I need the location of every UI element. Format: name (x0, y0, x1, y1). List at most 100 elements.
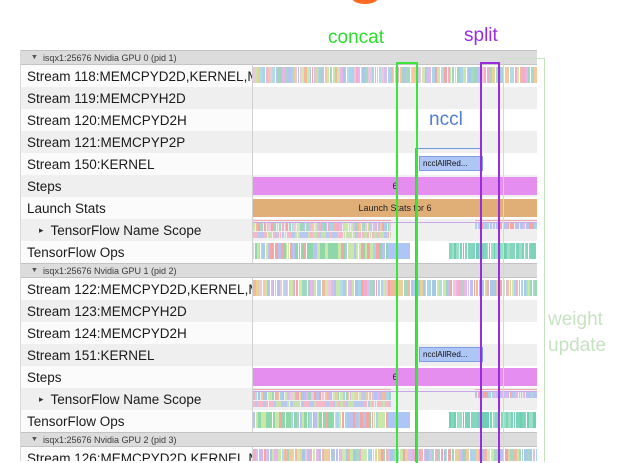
row-track[interactable] (252, 241, 537, 263)
row-label-nccl[interactable]: Stream 151:KERNEL (21, 344, 252, 366)
nccl-allreduce-block[interactable]: ncclAllRed... (419, 347, 483, 362)
timeline-row[interactable]: Stream 126:MEMCPYD2D,KERNEL,MI (21, 447, 537, 461)
row-label-text: Launch Stats (27, 200, 106, 216)
orange-marker (352, 0, 378, 4)
nccl-allreduce-block[interactable]: ncclAllRed... (419, 156, 483, 171)
row-label-dense-multi[interactable]: Stream 126:MEMCPYD2D,KERNEL,MI (21, 447, 252, 461)
annotation-weight-update: weight update (548, 307, 606, 359)
timeline-row[interactable]: TensorFlow Ops (21, 241, 537, 263)
row-label-text: Stream 124:MEMCPYD2H (27, 325, 187, 341)
row-label-empty[interactable]: Stream 124:MEMCPYD2H (21, 322, 252, 344)
row-label-text: Stream 151:KERNEL (27, 347, 155, 363)
row-label-text: Stream 119:MEMCPYH2D (27, 90, 186, 106)
annotation-split: split (464, 25, 498, 46)
expand-triangle-icon[interactable]: ▸ (39, 224, 44, 235)
row-track[interactable] (252, 322, 537, 344)
row-track[interactable] (252, 219, 537, 241)
row-label-text: TensorFlow Name Scope (50, 391, 202, 407)
group-header-gpu-2[interactable]: ▼isqx1:25676 Nvidia GPU 2 (pid 3) (21, 432, 537, 447)
row-track[interactable]: ncclAllRed... (252, 344, 537, 366)
timeline-row[interactable]: Steps 6 (21, 175, 537, 197)
timeline-row[interactable]: ▸ TensorFlow Name Scope (21, 388, 537, 410)
timeline-row[interactable]: ▸ TensorFlow Name Scope (21, 219, 537, 241)
row-track[interactable] (252, 300, 537, 322)
timeline-row[interactable]: Stream 122:MEMCPYD2D,KERNEL,MI (21, 278, 537, 300)
row-label-ops[interactable]: TensorFlow Ops (21, 241, 252, 263)
nccl-block-label: ncclAllRed... (423, 350, 468, 359)
timeline-row[interactable]: Steps 6 (21, 366, 537, 388)
row-label-namescope[interactable]: ▸ TensorFlow Name Scope (21, 388, 252, 410)
row-track[interactable] (252, 87, 537, 109)
row-track[interactable]: ncclAllRed... (252, 153, 537, 175)
group-header-label: isqx1:25676 Nvidia GPU 2 (pid 3) (42, 434, 177, 445)
launch-stats-bar-label: Launch Stats for 6 (358, 203, 432, 213)
timeline-row[interactable]: Stream 150:KERNEL ncclAllRed... (21, 153, 537, 175)
timeline-row[interactable]: Stream 121:MEMCPYP2P (21, 131, 537, 153)
row-label-text: Stream 122:MEMCPYD2D,KERNEL,MI (27, 281, 252, 297)
annotation-weight-line2: update (548, 335, 607, 356)
row-label-steps[interactable]: Steps (21, 366, 252, 388)
annotation-weight-line1: weight (548, 309, 603, 330)
highlight-box-nccl (415, 148, 481, 462)
row-label-namescope[interactable]: ▸ TensorFlow Name Scope (21, 219, 252, 241)
row-track[interactable]: Launch Stats for 6 (252, 197, 537, 219)
group-header-gpu-0[interactable]: ▼isqx1:25676 Nvidia GPU 0 (pid 1) (21, 50, 537, 65)
launch-stats-bar[interactable]: Launch Stats for 6 (253, 199, 537, 217)
collapse-caret-icon[interactable]: ▼ (30, 436, 39, 443)
row-label-empty[interactable]: Stream 121:MEMCPYP2P (21, 131, 252, 153)
steps-bar-label: 6 (392, 181, 398, 191)
row-label-text: Steps (27, 178, 62, 194)
annotation-nccl: nccl (429, 109, 463, 130)
row-label-empty[interactable]: Stream 119:MEMCPYH2D (21, 87, 252, 109)
row-track[interactable]: 6 (252, 175, 537, 197)
row-track[interactable] (252, 131, 537, 153)
timeline-row[interactable]: Stream 119:MEMCPYH2D (21, 87, 537, 109)
annotation-concat: concat (328, 27, 384, 48)
row-track[interactable] (252, 410, 537, 432)
timeline-row[interactable]: Launch Stats Launch Stats for 6 (21, 197, 537, 219)
collapse-caret-icon[interactable]: ▼ (30, 267, 39, 274)
row-label-text: Stream 118:MEMCPYD2D,KERNEL,ME (27, 68, 252, 84)
row-label-text: Steps (27, 369, 62, 385)
row-track[interactable] (252, 388, 537, 410)
expand-triangle-icon[interactable]: ▸ (39, 393, 44, 404)
timeline-row[interactable]: Stream 123:MEMCPYH2D (21, 300, 537, 322)
collapse-caret-icon[interactable]: ▼ (30, 54, 39, 61)
steps-bar-label: 6 (392, 372, 398, 382)
nccl-block-label: ncclAllRed... (423, 159, 468, 168)
row-label-text: Stream 120:MEMCPYD2H (27, 112, 187, 128)
row-label-text: TensorFlow Ops (27, 244, 125, 260)
highlight-box-weight-update (503, 58, 545, 462)
row-track[interactable] (252, 65, 537, 87)
trace-timeline-panel[interactable]: ▼isqx1:25676 Nvidia GPU 0 (pid 1)Stream … (20, 50, 537, 461)
row-label-empty[interactable]: Stream 120:MEMCPYD2H (21, 109, 252, 131)
row-track[interactable] (252, 447, 537, 461)
timeline-row[interactable]: TensorFlow Ops (21, 410, 537, 432)
row-label-steps[interactable]: Steps (21, 175, 252, 197)
group-header-label: isqx1:25676 Nvidia GPU 1 (pid 2) (42, 265, 177, 276)
group-header-label: isqx1:25676 Nvidia GPU 0 (pid 1) (42, 52, 177, 63)
row-label-text: Stream 126:MEMCPYD2D,KERNEL,MI (27, 450, 252, 462)
row-label-dense-multi[interactable]: Stream 122:MEMCPYD2D,KERNEL,MI (21, 278, 252, 300)
row-label-ops[interactable]: TensorFlow Ops (21, 410, 252, 432)
row-label-empty[interactable]: Stream 123:MEMCPYH2D (21, 300, 252, 322)
group-header-gpu-1[interactable]: ▼isqx1:25676 Nvidia GPU 1 (pid 2) (21, 263, 537, 278)
row-label-nccl[interactable]: Stream 150:KERNEL (21, 153, 252, 175)
timeline-row[interactable]: Stream 120:MEMCPYD2H (21, 109, 537, 131)
row-label-dense-multi[interactable]: Stream 118:MEMCPYD2D,KERNEL,ME (21, 65, 252, 87)
timeline-row[interactable]: Stream 118:MEMCPYD2D,KERNEL,ME (21, 65, 537, 87)
row-track[interactable]: 6 (252, 366, 537, 388)
row-label-text: Stream 121:MEMCPYP2P (27, 134, 186, 150)
row-label-launch[interactable]: Launch Stats (21, 197, 252, 219)
steps-bar[interactable]: 6 (253, 177, 537, 195)
row-label-text: TensorFlow Ops (27, 413, 125, 429)
steps-bar[interactable]: 6 (253, 368, 537, 386)
row-track[interactable] (252, 278, 537, 300)
row-label-text: Stream 150:KERNEL (27, 156, 155, 172)
row-label-text: Stream 123:MEMCPYH2D (27, 303, 187, 319)
row-label-text: TensorFlow Name Scope (50, 222, 202, 238)
timeline-row[interactable]: Stream 124:MEMCPYD2H (21, 322, 537, 344)
row-track[interactable] (252, 109, 537, 131)
highlight-box-split (480, 62, 500, 463)
timeline-row[interactable]: Stream 151:KERNEL ncclAllRed... (21, 344, 537, 366)
